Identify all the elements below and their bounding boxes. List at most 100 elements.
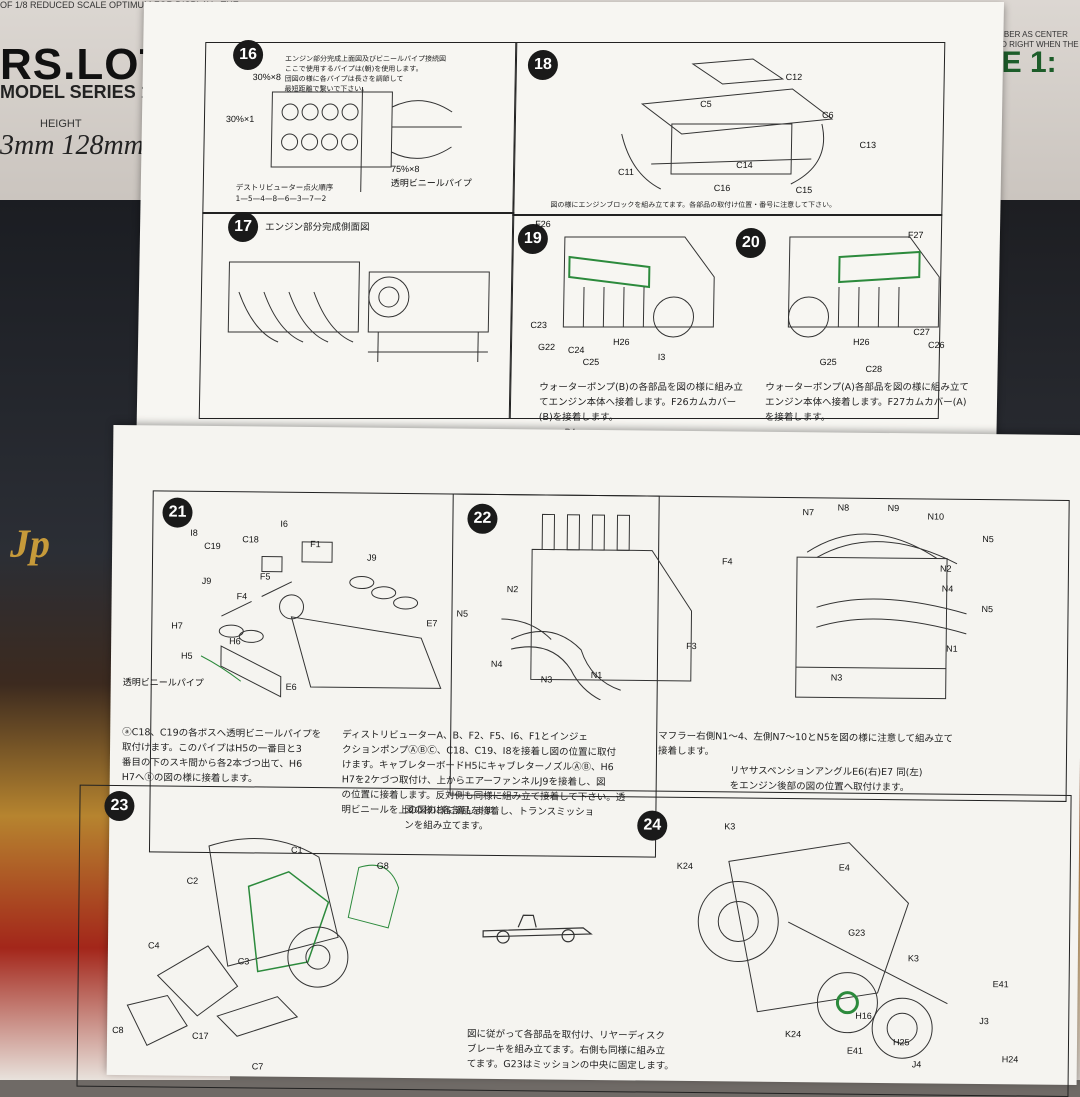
part-label: H26: [852, 337, 870, 347]
engine-side-view-drawing: [227, 261, 490, 362]
part-label: C17: [191, 1030, 209, 1041]
distributor-carb-exploded-drawing: [200, 541, 442, 698]
step-23-text: 図の様に各部品を接着し、トランスミッショ ンを組み立てます。: [404, 805, 595, 832]
part-label: E41: [992, 979, 1009, 990]
part-label: N1: [590, 669, 603, 681]
part-label: H24: [1001, 1054, 1019, 1065]
part-label: N8: [837, 502, 850, 513]
part-label: C27: [913, 327, 930, 337]
part-label: N2: [939, 563, 952, 574]
step-21-text: ⓐC18、C19の各ボスへ透明ビニールパイプを 取付けます。このパイプはH5の一…: [121, 727, 322, 785]
part-label: C28: [865, 364, 883, 374]
part-label: K24: [676, 860, 693, 872]
part-label: I6: [280, 518, 288, 529]
part-label: J3: [979, 1016, 989, 1027]
part-label: C24: [567, 345, 585, 355]
box-top-note: OF 1/8 REDUCED SCALE OPTIMUM FOR DISPLAY…: [0, 0, 239, 10]
part-label: C23: [530, 320, 547, 330]
box-height-label: HEIGHT: [40, 118, 82, 130]
part-label: F27: [907, 230, 924, 240]
box-dimensions: 3mm 128mm: [0, 130, 144, 161]
part-label: C11: [617, 167, 634, 177]
part-label: I8: [190, 527, 198, 538]
part-label: 30%×1: [225, 114, 255, 124]
part-label: E7: [426, 618, 438, 629]
part-label: C15: [795, 185, 813, 195]
step-22-text-c: リヤサスペンションアングルE6(右)E7 同(左) をエンジン後部の図の位置へ取…: [729, 765, 923, 794]
part-label: 30%×8: [252, 72, 282, 82]
part-label: N3: [540, 674, 553, 685]
step-17-text: エンジン部分完成側面図: [264, 222, 370, 233]
part-label: H5: [180, 650, 193, 661]
part-label: C26: [927, 340, 945, 350]
part-label: C2: [186, 875, 199, 886]
part-label: H26: [612, 337, 630, 347]
part-label: C7: [251, 1061, 264, 1072]
part-label: I3: [657, 352, 666, 362]
step-18-text: 図の様にエンジンブロックを組み立てます。各部品の取付け位置・番号に注意して下さい…: [550, 201, 837, 209]
part-label: K24: [785, 1029, 802, 1040]
part-label: C1: [290, 844, 303, 855]
part-label: C14: [736, 160, 753, 170]
transmission-exploded-drawing: [126, 837, 400, 1046]
part-label: N4: [941, 583, 954, 594]
part-label: G8: [376, 860, 389, 871]
part-label: F3: [686, 640, 697, 652]
part-label: N2: [506, 584, 519, 595]
box-logo: Jp: [10, 521, 50, 566]
engine-block-exploded-drawing: [621, 58, 834, 190]
step-number: 23: [104, 790, 135, 822]
part-label: F1: [310, 539, 321, 550]
step-24-text: 図に従がって各部品を取付け、リヤーディスク ブレーキを組み立てます。右側も同様に…: [466, 1028, 674, 1072]
part-label: F5: [259, 571, 271, 582]
water-pump-b-drawing: [562, 236, 715, 338]
step-22-text-b: マフラー右側N1〜4、左側N7〜10とN5を図の様に注意して組み立て 接着します…: [657, 730, 954, 758]
step-19-text: ウォーターポンプ(B)の各部品を図の様に組み立 てエンジン本体へ接着します。F2…: [538, 382, 744, 423]
water-pump-a-drawing: [787, 236, 940, 338]
part-label: C8: [112, 1024, 124, 1036]
part-label: N10: [927, 511, 945, 522]
part-label: N5: [456, 608, 469, 619]
part-label: C6: [821, 110, 834, 120]
part-label: H6: [229, 636, 241, 647]
part-label: N4: [490, 658, 503, 670]
part-label: H16: [855, 1010, 872, 1021]
part-label: N3: [830, 672, 843, 683]
part-label: C25: [582, 357, 600, 367]
part-label: C5: [700, 99, 712, 109]
part-label: 透明ビニールパイプ: [390, 178, 472, 188]
part-label: C18: [242, 534, 259, 545]
part-label: G23: [848, 927, 866, 938]
part-label: K3: [907, 953, 919, 964]
instruction-sheet-top: 16 17 18 19 20 エンジン部分完成上面図及びビニールパイプ接続図 こ…: [135, 2, 1005, 462]
part-label: N5: [981, 604, 994, 615]
part-label: C3: [237, 956, 250, 967]
part-label: H7: [171, 620, 183, 631]
part-label: J9: [367, 552, 377, 563]
part-label: E6: [285, 681, 297, 692]
part-label: K3: [724, 821, 736, 832]
engine-top-view-drawing: [270, 87, 462, 192]
part-label: C12: [785, 72, 803, 82]
race-car-icon: [482, 914, 593, 944]
instruction-sheet-bottom: 21 22 23 24 I6 I8 C19 C18 F1 J9 F5 J9 F4…: [76, 424, 1080, 1097]
part-label: 75%×8: [391, 164, 420, 174]
part-label: C16: [713, 183, 731, 193]
part-label: G25: [819, 357, 837, 367]
part-label: N1: [946, 643, 958, 654]
part-label: N9: [887, 503, 900, 514]
step-16-note: デストリビューター点火順序 1—5—4—8—6—3—7—2: [235, 183, 334, 203]
part-label: F26: [535, 219, 551, 229]
part-label: N7: [802, 507, 815, 518]
part-label: H25: [892, 1037, 910, 1048]
step-number: 24: [637, 810, 668, 841]
part-label: C19: [204, 540, 221, 552]
part-label: N5: [982, 534, 994, 545]
step-20-text: ウォーターポンプ(A)各部品を図の様に組み立て エンジン本体へ接着します。F27…: [764, 382, 970, 423]
exhaust-engine-drawing: [501, 513, 693, 701]
box-series: MODEL SERIES 1: [0, 82, 151, 102]
part-label: F4: [721, 556, 733, 567]
part-label: J4: [911, 1059, 922, 1070]
part-label: G22: [537, 342, 556, 352]
part-label: J9: [201, 575, 212, 586]
